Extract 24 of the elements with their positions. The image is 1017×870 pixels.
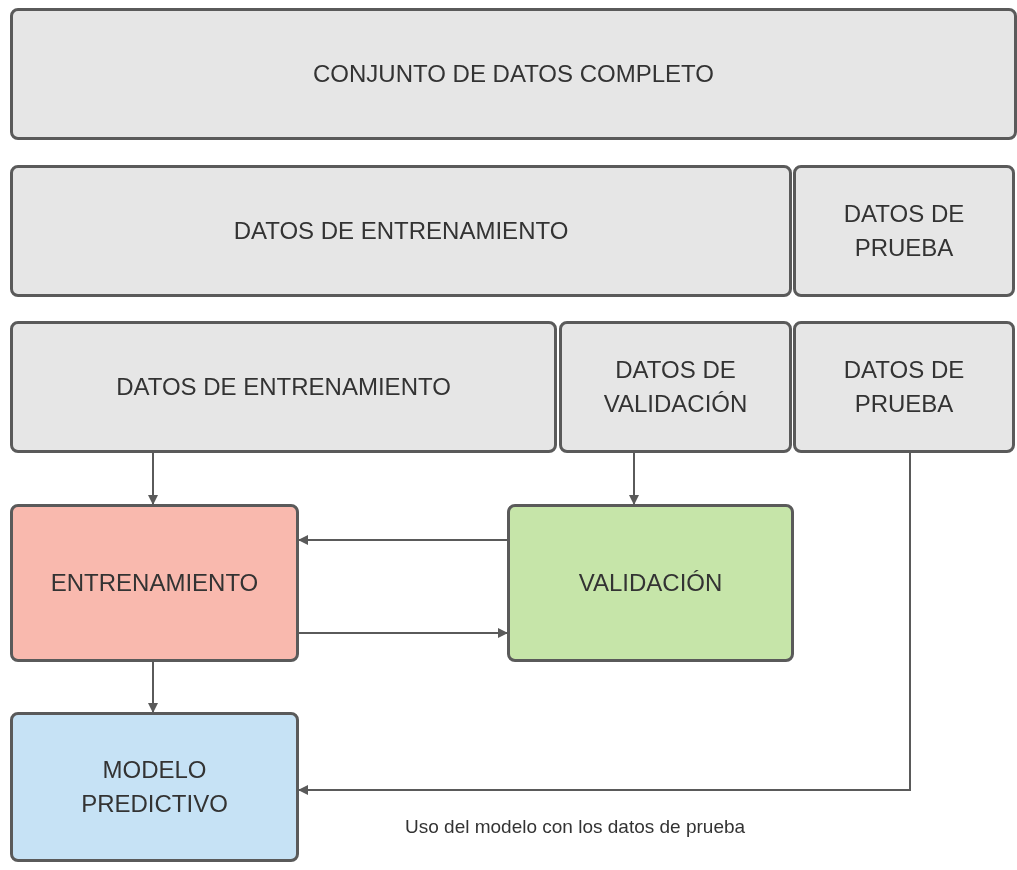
node-label: VALIDACIÓN (578, 568, 723, 599)
arrow (148, 452, 158, 505)
arrow (148, 661, 158, 713)
arrow (298, 452, 911, 795)
data-block (10, 165, 792, 297)
arrow (298, 628, 508, 638)
node-label: DATOS DE ENTRENAMIENTO (233, 216, 569, 247)
node-label: DATOS DE PRUEBA (842, 199, 966, 263)
node-label: MODELO PREDICTIVO (80, 755, 229, 819)
node-label: DATOS DE VALIDACIÓN (602, 355, 749, 419)
data-block (559, 321, 792, 453)
arrow (298, 535, 508, 545)
node-label: ENTRENAMIENTO (50, 568, 259, 599)
arrow (629, 452, 639, 505)
data-block (793, 321, 1015, 453)
process-box (507, 504, 794, 662)
node-label: DATOS DE PRUEBA (842, 355, 966, 419)
data-block (10, 8, 1017, 140)
data-block (793, 165, 1015, 297)
result-box (10, 712, 299, 862)
node-label: CONJUNTO DE DATOS COMPLETO (313, 59, 714, 90)
process-box (10, 504, 299, 662)
node-label: DATOS DE ENTRENAMIENTO (116, 372, 451, 403)
data-block (10, 321, 557, 453)
